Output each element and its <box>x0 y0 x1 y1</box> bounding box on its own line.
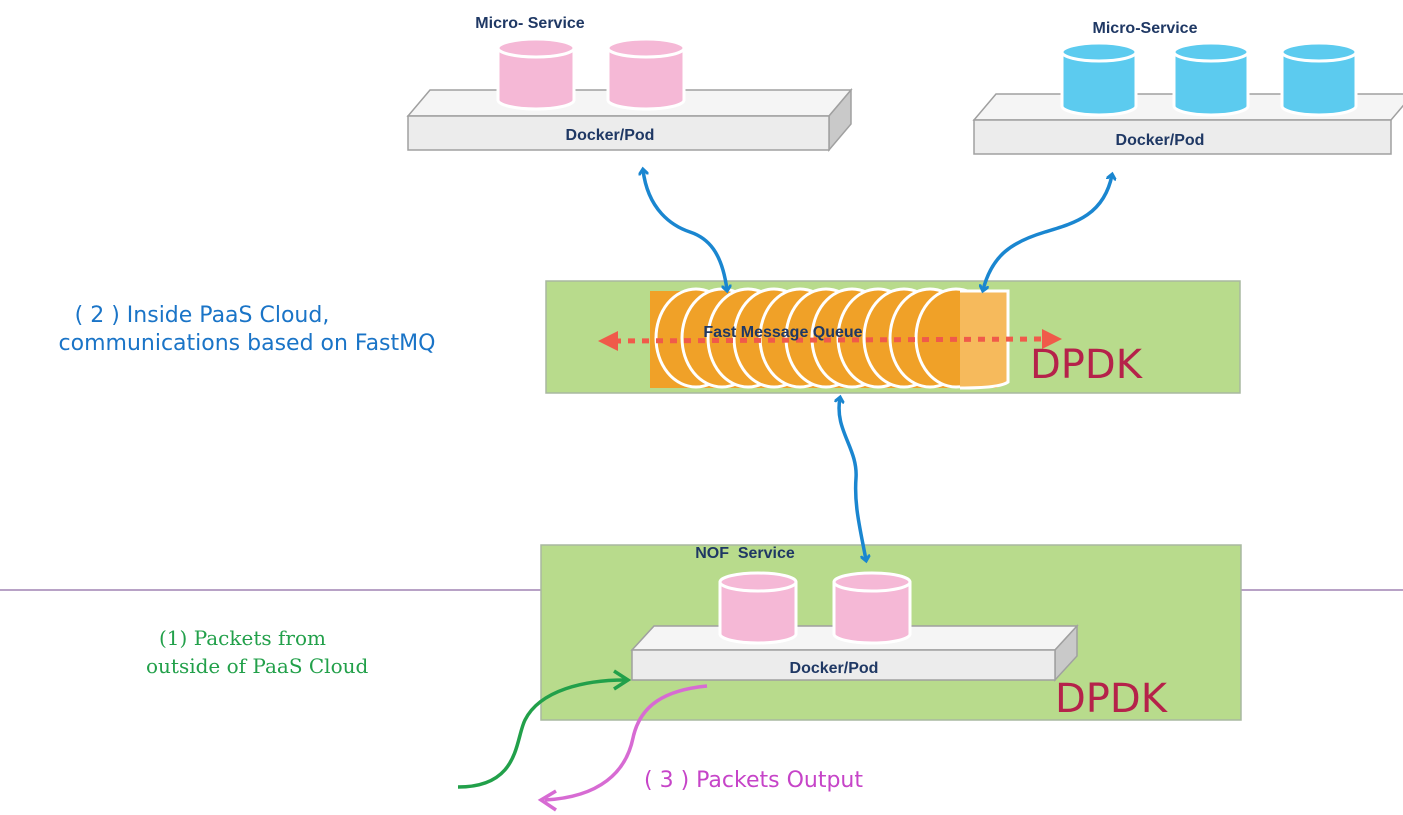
arrow-left-microservice-to-queue <box>643 170 727 290</box>
cylinder-pink-nof-2 <box>832 571 912 645</box>
cylinder-pink-1 <box>496 37 576 111</box>
docker-pod-right-label: Docker/Pod <box>1116 132 1205 149</box>
dpdk-label-bottom: DPDK <box>1055 676 1169 722</box>
note-inside-paas-line1: ( 2 ) Inside PaaS Cloud, <box>74 303 330 328</box>
arrow-right-microservice-to-queue <box>983 175 1112 290</box>
dpdk-label-top: DPDK <box>1030 342 1144 388</box>
arrow-packets-out <box>537 684 708 812</box>
docker-pod-left-label: Docker/Pod <box>566 127 655 144</box>
fast-message-queue-label: Fast Message Queue <box>703 324 862 341</box>
arrow-queue-to-nof <box>839 398 866 560</box>
microservice-right-title: Micro-Service <box>1093 20 1198 37</box>
queue-flow-arrow <box>598 329 1062 351</box>
note-packets-in-line2: outside of PaaS Cloud <box>146 654 369 678</box>
docker-pod-nof-label: Docker/Pod <box>790 660 879 677</box>
cylinder-pink-nof-1 <box>718 571 798 645</box>
cylinder-pink-2 <box>606 37 686 111</box>
cylinder-blue-2 <box>1172 41 1250 117</box>
cylinder-blue-1 <box>1060 41 1138 117</box>
note-packets-out: ( 3 ) Packets Output <box>644 768 863 793</box>
note-inside-paas: ( 2 ) Inside PaaS Cloud, communications … <box>7 302 487 358</box>
microservice-left-title: Micro- Service <box>475 15 584 32</box>
nof-service-title: NOF Service <box>695 545 795 562</box>
note-packets-in-line1: (1) Packets from <box>159 626 326 650</box>
arrow-packets-in <box>457 669 632 789</box>
cylinder-blue-3 <box>1280 41 1358 117</box>
note-inside-paas-line2: communications based on FastMQ <box>58 331 436 356</box>
note-packets-in: (1) Packets from outside of PaaS Cloud <box>146 624 368 680</box>
